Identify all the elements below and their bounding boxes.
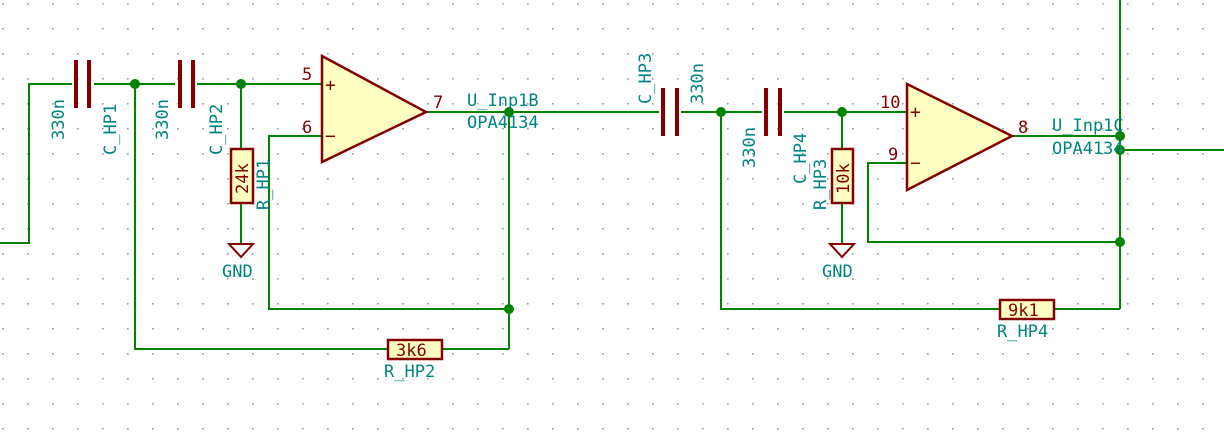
plus-sign: +: [325, 75, 336, 96]
junction-dot: [716, 107, 726, 117]
minus-sign: −: [325, 126, 336, 147]
resistor-r-hp1[interactable]: 24k R_HP1: [229, 147, 274, 210]
capacitor-ref: C_HP4: [791, 133, 811, 184]
ground-label: GND: [222, 262, 253, 282]
resistor-ref: R_HP3: [811, 159, 831, 210]
capacitor-ref: C_HP1: [101, 104, 121, 155]
junction-dot: [504, 107, 514, 117]
resistor-value: 24k: [233, 163, 253, 194]
ground-symbol-2: GND: [822, 243, 857, 282]
wire-rhp4-left: [720, 112, 1000, 310]
pin-number: 6: [302, 118, 312, 138]
opamp-u-inp1c[interactable]: + − 10 9 8 U_Inp1C OPA4134: [880, 81, 1124, 193]
junction-dot: [837, 107, 847, 117]
junction-dot: [1115, 237, 1125, 247]
opamp-u-inp1b[interactable]: + − 5 6 7 U_Inp1B OPA4134: [302, 53, 539, 164]
opamp-ref: U_Inp1B: [467, 91, 539, 111]
capacitor-value: 330n: [153, 99, 173, 140]
junction-dot: [236, 79, 246, 89]
wire-minus2-feedback: [867, 162, 1120, 243]
resistor-value: 10k: [834, 163, 854, 194]
ground-label: GND: [822, 262, 853, 282]
capacitor-value: 330n: [688, 63, 708, 104]
capacitor-c-hp1[interactable]: 330n C_HP1: [49, 60, 121, 155]
wire-input: [0, 83, 72, 244]
junction-dot: [1115, 131, 1125, 141]
resistor-ref: R_HP4: [997, 322, 1048, 342]
minus-sign: −: [910, 153, 921, 174]
ground-symbol-1: GND: [222, 243, 256, 282]
resistor-r-hp3[interactable]: 10k R_HP3: [811, 147, 855, 210]
plus-sign: +: [910, 102, 921, 123]
pin-number: 5: [302, 65, 312, 85]
pin-number: 8: [1018, 118, 1028, 138]
capacitor-c-hp4[interactable]: 330n C_HP4: [740, 88, 811, 184]
capacitor-c-hp2[interactable]: 330n C_HP2: [153, 60, 227, 155]
resistor-ref: R_HP2: [384, 362, 435, 382]
pin-number: 10: [880, 93, 900, 113]
opamp-ref: U_Inp1C: [1052, 116, 1124, 136]
resistor-ref: R_HP1: [254, 159, 274, 210]
resistor-value: 9k1: [1008, 301, 1039, 321]
wire-minus1-feedback: [268, 135, 509, 310]
capacitor-ref: C_HP3: [636, 53, 656, 104]
junction-dot: [504, 304, 514, 314]
junction-dot: [130, 79, 140, 89]
opamp-part: OPA4134: [467, 113, 539, 133]
capacitor-value: 330n: [740, 127, 760, 168]
wire-rhp2-left: [134, 84, 388, 350]
pin-number: 9: [888, 145, 898, 165]
resistor-value: 3k6: [396, 341, 427, 361]
resistor-r-hp2[interactable]: 3k6 R_HP2: [384, 338, 444, 382]
capacitor-ref: C_HP2: [207, 104, 227, 155]
pin-number: 7: [433, 93, 443, 113]
capacitor-value: 330n: [49, 99, 69, 140]
junctions: [130, 79, 1125, 314]
opamp-part: OPA4134: [1052, 139, 1124, 159]
capacitor-c-hp3[interactable]: C_HP3 330n: [636, 53, 708, 136]
resistor-r-hp4[interactable]: 9k1 R_HP4: [997, 298, 1056, 342]
junction-dot: [1115, 145, 1125, 155]
